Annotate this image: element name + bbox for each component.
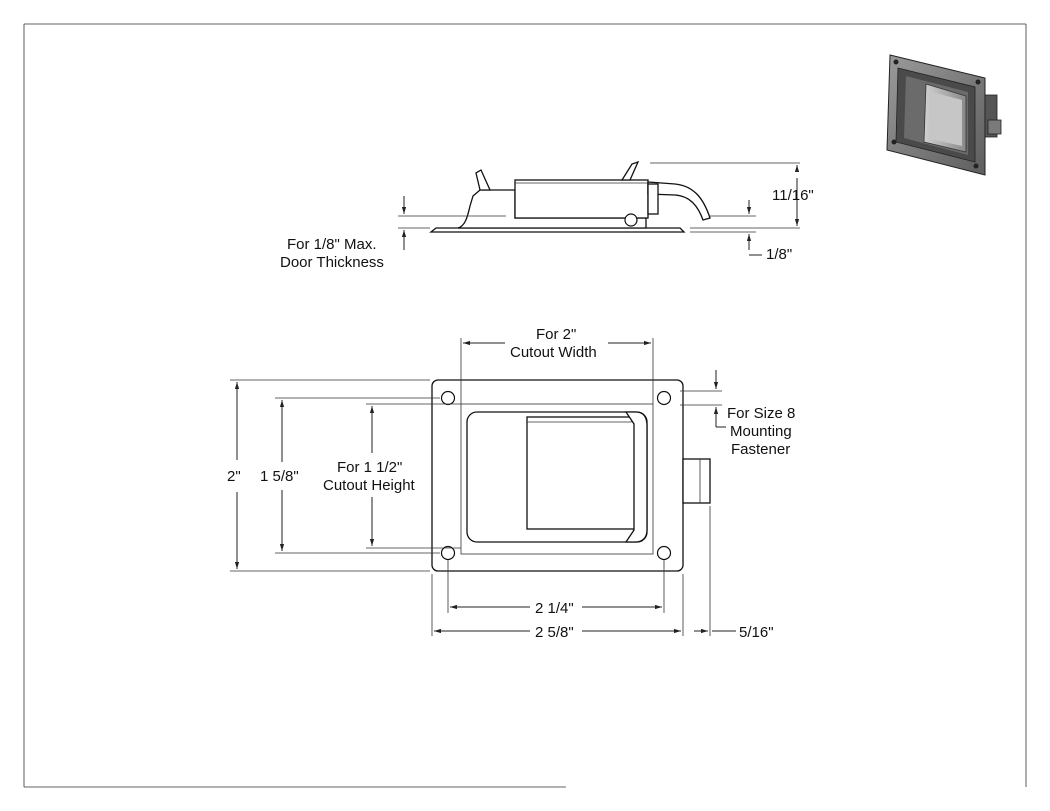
- side-dimensions: [398, 162, 800, 256]
- fastener-label-3: Fastener: [731, 441, 790, 458]
- overall-width-label: 2 5/8": [535, 624, 574, 641]
- hole-spacing-height-label: 1 5/8": [260, 468, 299, 485]
- front-view: [431, 379, 711, 572]
- sheet-border: [23, 23, 1027, 788]
- cutout-width-label-1: For 2": [536, 326, 576, 343]
- cutout-width-label-2: Cutout Width: [510, 344, 597, 361]
- front-dimensions: [230, 338, 736, 636]
- door-thickness-label-1: For 1/8" Max.: [287, 236, 377, 253]
- side-view: [429, 160, 711, 233]
- overall-height-label: 2": [227, 468, 241, 485]
- hole-spacing-width-label: 2 1/4": [535, 600, 574, 617]
- fastener-label-2: Mounting: [730, 423, 792, 440]
- height-11-16-label: 11/16": [772, 187, 814, 204]
- latch-projection-label: 5/16": [739, 624, 774, 641]
- cutout-height-label-1: For 1 1/2": [337, 459, 402, 476]
- cutout-height-label-2: Cutout Height: [323, 477, 416, 494]
- product-thumbnail: [886, 54, 1002, 176]
- door-thickness-label-2: Door Thickness: [280, 254, 384, 271]
- flange-1-8-label: 1/8": [766, 246, 792, 263]
- fastener-label-1: For Size 8: [727, 405, 795, 422]
